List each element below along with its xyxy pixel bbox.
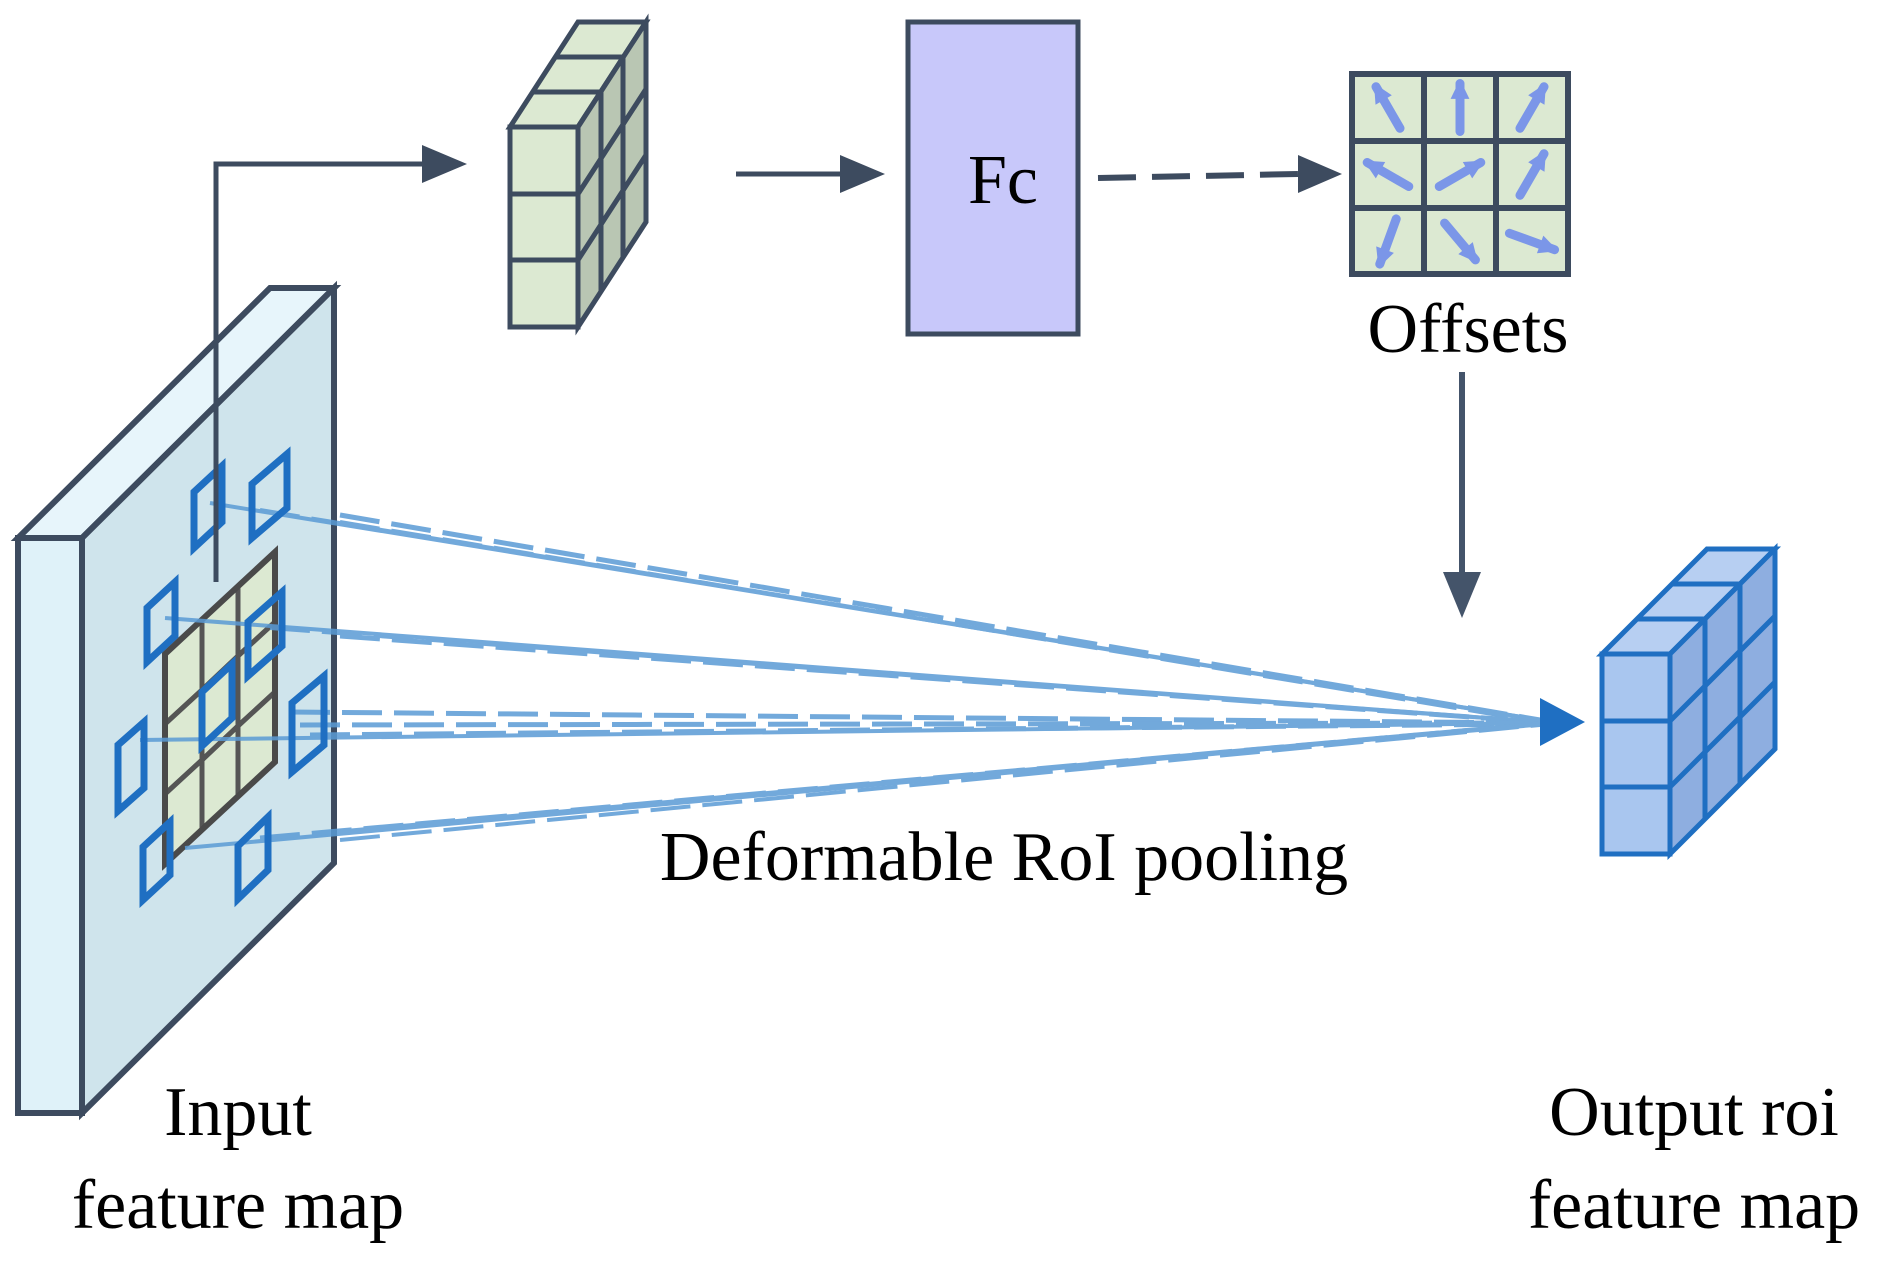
projection-line	[339, 723, 1541, 842]
pooling-projection-lines	[139, 501, 1541, 850]
offset-arrow-head	[1536, 235, 1559, 254]
offset-arrow-head	[1462, 160, 1485, 179]
sampling-box	[288, 668, 328, 780]
fc-to-offsets-arrowhead	[1298, 155, 1342, 193]
fc-layer-box	[905, 19, 1081, 337]
offsets-label: Offsets	[1368, 291, 1569, 368]
offset-arrow-head	[1374, 83, 1392, 105]
projection-line	[339, 721, 1541, 835]
sampling-box	[248, 446, 291, 546]
projection-line	[339, 633, 1541, 725]
sampling-boxes	[114, 446, 328, 909]
sampling-box	[198, 655, 236, 755]
offset-arrow-head	[1528, 83, 1546, 105]
feature-branch-arrowhead	[422, 145, 467, 183]
sampling-box	[114, 714, 148, 819]
output-label-line2: feature map	[1528, 1167, 1860, 1244]
projection-line	[339, 520, 1541, 724]
cube-front-face	[507, 124, 581, 330]
pooled-feature-cube	[505, 13, 651, 336]
output-label-line1: Output roi	[1549, 1074, 1839, 1151]
pooling-arrowhead	[1540, 698, 1585, 746]
output-cube-front-face	[1599, 651, 1673, 857]
offset-arrows	[1362, 79, 1560, 269]
cube-to-fc-arrowhead	[840, 155, 885, 193]
roi-grid-border	[162, 545, 278, 871]
sampling-box	[190, 457, 226, 557]
pooling-label: Deformable RoI pooling	[660, 819, 1348, 896]
offsets-grid	[1349, 71, 1571, 277]
offset-arrow-head	[1376, 246, 1394, 268]
fc-label: Fc	[968, 142, 1038, 219]
offsets-to-output-arrowhead	[1443, 572, 1481, 618]
input-label-line1: Input	[164, 1074, 312, 1151]
offset-arrow-head	[1363, 160, 1386, 179]
projection-line	[339, 512, 1541, 723]
fc-to-offsets-arrow	[1097, 171, 1299, 181]
panel-side-face	[15, 535, 85, 1116]
sampling-box	[244, 584, 286, 684]
sampling-box	[234, 808, 272, 908]
input-label-line2: feature map	[72, 1167, 404, 1244]
projection-line	[289, 709, 1541, 726]
offset-arrow-head	[1450, 79, 1470, 99]
sampling-box	[139, 813, 174, 909]
offset-arrow-head	[1528, 150, 1546, 172]
output-roi-cube	[1595, 542, 1782, 861]
sampling-box	[143, 573, 179, 671]
offset-arrow-head	[1458, 242, 1478, 263]
projection-line	[309, 721, 1541, 738]
feature-branch-arrow	[213, 161, 422, 582]
